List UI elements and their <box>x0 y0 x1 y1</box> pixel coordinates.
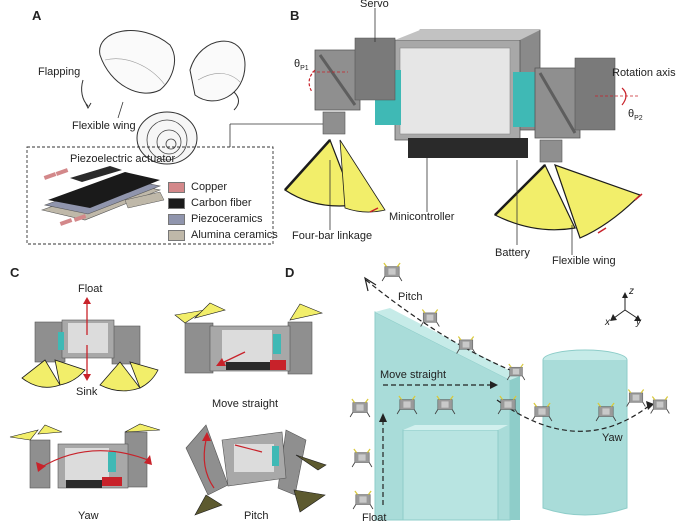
axis-label-z: z <box>629 286 634 297</box>
legend-copper: Copper <box>168 181 227 193</box>
label-move-straight-c: Move straight <box>212 398 279 410</box>
panel-label-b: B <box>290 8 300 23</box>
legend-alumina-ceramics: Alumina ceramics <box>168 229 278 241</box>
label-four-bar-linkage: Four-bar linkage <box>292 230 373 242</box>
label-yaw-d: Yaw <box>602 432 623 444</box>
legend-carbon-fiber: Carbon fiber <box>168 197 252 209</box>
label-piezoelectric-actuator: Piezoelectric actuator <box>70 153 176 165</box>
legend-label-carbon-fiber: Carbon fiber <box>191 197 252 209</box>
label-float-c: Float <box>78 283 103 295</box>
panel-b-robot <box>284 8 643 255</box>
panel-c-yaw-robot <box>9 423 161 489</box>
panel-label-d: D <box>285 265 295 280</box>
panel-c-pitch-robot <box>185 424 327 516</box>
label-minicontroller: Minicontroller <box>389 211 455 223</box>
panel-label-a: A <box>32 8 42 23</box>
legend-label-copper: Copper <box>191 181 228 193</box>
theta-p2-symbol: θ <box>628 108 635 120</box>
theta-p1-subscript: P1 <box>300 65 309 73</box>
label-flapping: Flapping <box>38 66 81 78</box>
panel-a-snail-illustration <box>26 30 330 245</box>
legend-label-piezoceramics: Piezoceramics <box>191 213 263 225</box>
label-theta-p1: θP1 <box>294 58 309 72</box>
axis-label-x: x <box>605 317 610 328</box>
label-pitch-d: Pitch <box>398 291 423 303</box>
axis-label-y: y <box>636 317 641 328</box>
swatch-copper <box>168 181 185 193</box>
label-yaw-c: Yaw <box>78 510 99 522</box>
swatch-piezoceramics <box>168 213 185 225</box>
label-float-d: Float <box>362 512 387 524</box>
label-theta-p2: θP2 <box>628 108 643 122</box>
theta-p2-subscript: P2 <box>634 115 643 123</box>
panel-label-c: C <box>10 265 20 280</box>
theta-p1-symbol: θ <box>294 58 301 70</box>
label-servo: Servo <box>360 0 389 10</box>
panel-c-move-straight-robot <box>174 302 324 375</box>
panel-c-float-sink-robot <box>21 297 159 392</box>
swatch-carbon-fiber <box>168 197 185 209</box>
label-flexible-wing-b: Flexible wing <box>552 255 616 267</box>
panel-d-environment <box>349 262 670 521</box>
legend-label-alumina-ceramics: Alumina ceramics <box>191 229 278 241</box>
piezo-actuator-illustration <box>40 166 165 226</box>
label-battery: Battery <box>495 247 530 259</box>
label-move-straight-d: Move straight <box>380 369 447 381</box>
swatch-alumina-ceramics <box>168 229 185 241</box>
label-pitch-c: Pitch <box>244 510 269 522</box>
label-flexible-wing-a: Flexible wing <box>72 120 136 132</box>
label-sink: Sink <box>76 386 98 398</box>
label-rotation-axis: Rotation axis <box>612 67 676 79</box>
legend-piezoceramics: Piezoceramics <box>168 213 263 225</box>
